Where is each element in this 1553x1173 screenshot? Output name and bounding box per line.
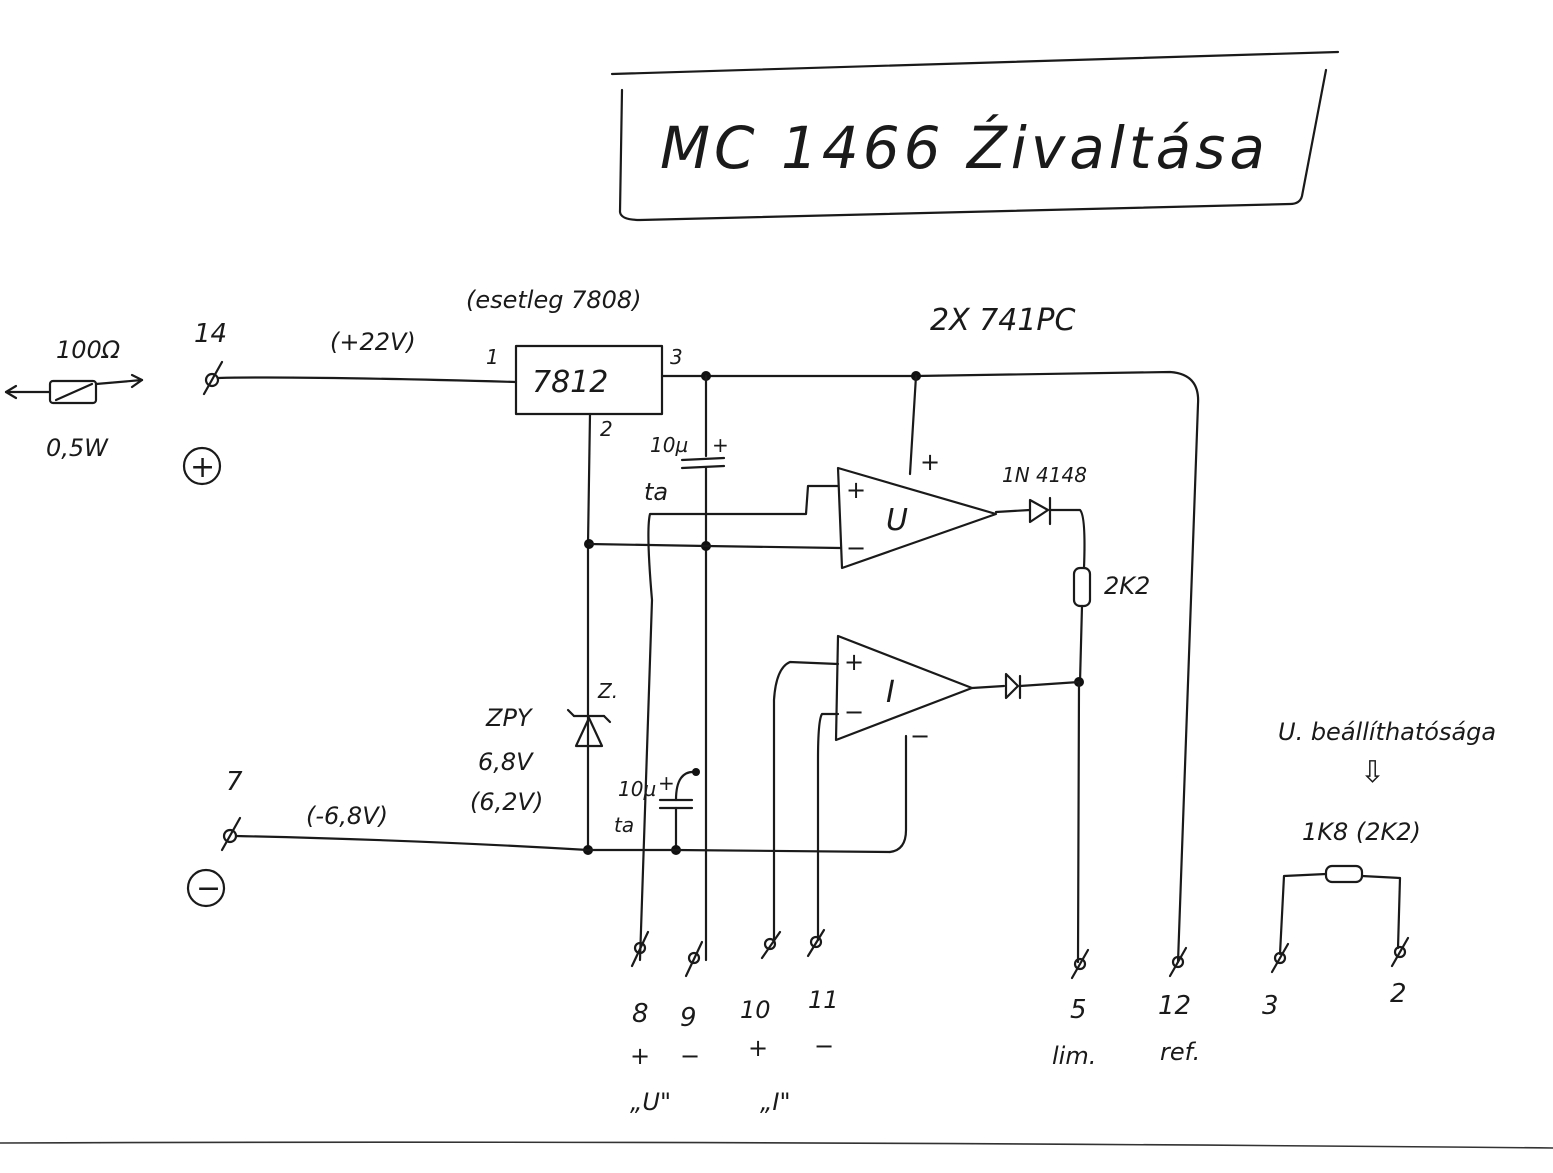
- group-label-lim: lim.: [1052, 1042, 1096, 1070]
- cap-top-value: 10µ: [650, 433, 688, 457]
- zener-marker: Z.: [597, 679, 618, 703]
- terminal-7-number: 7: [226, 767, 243, 797]
- diagram-title: MC 1466 Źivaltása: [660, 113, 1269, 182]
- regulator-pin-out: 3: [670, 345, 683, 369]
- input-resistor-power: 0,5W: [46, 434, 109, 462]
- group-label-u: „U": [630, 1088, 671, 1116]
- pin-10-sign: +: [748, 1034, 768, 1062]
- minus-marker: [186, 868, 226, 908]
- opamp-i-minus: −: [844, 698, 864, 726]
- pin-10-number: 10: [740, 996, 771, 1024]
- pin-8-sign: +: [630, 1042, 650, 1070]
- opamp-i-plus: +: [844, 648, 864, 676]
- wire-positive-rail: [660, 370, 1200, 964]
- cap-top-type: ta: [644, 478, 668, 506]
- capacitor-bottom: 10µ + ta: [614, 768, 700, 852]
- pot-note: U. beállíthatósága: [1278, 718, 1496, 746]
- zener-voltage: 6,8V: [478, 748, 534, 776]
- wire-opamp-i-plus: [772, 660, 840, 942]
- opamp-u-minus: −: [846, 534, 866, 562]
- bottom-pin-labels: 8 9 10 11 5 12 3 2 + − + − „U" „I" lim. …: [630, 979, 1407, 1116]
- pin-8-number: 8: [632, 999, 649, 1029]
- ic-label: 2X 741PC: [930, 303, 1076, 338]
- regulator-pin-in: 1: [486, 345, 499, 369]
- plus-marker: [182, 446, 222, 486]
- wire-opamp-u-minus: [587, 542, 842, 550]
- pot-value: 1K8 (2K2): [1302, 818, 1421, 846]
- opamp-i-label: I: [886, 675, 895, 710]
- minus-marker-sign: −: [196, 871, 221, 906]
- diode-i: [970, 672, 1081, 700]
- pot-arrow: ⇩: [1360, 755, 1385, 790]
- input-resistor-value: 100Ω: [56, 336, 121, 364]
- title-box: MC 1466 Źivaltása: [610, 50, 1340, 222]
- regulator-7812: 7812 (esetleg 7808) 1 2 3: [466, 286, 683, 441]
- pin-9-number: 9: [680, 1003, 697, 1033]
- connector-pin-11: [806, 928, 826, 958]
- opamp-u-label: U: [886, 503, 908, 538]
- cap-bottom-polarity: +: [658, 771, 675, 795]
- wire-opamp-u-supply: [908, 374, 918, 476]
- connector-pin-10: [760, 930, 782, 960]
- regulator-pin-gnd: 2: [600, 417, 613, 441]
- zener-alt-voltage: (6,2V): [470, 788, 543, 816]
- capacitor-top: 10µ + ta: [644, 374, 729, 962]
- diode-u-part: 1N 4148: [1002, 463, 1087, 487]
- input-resistor: 100Ω 0,5W: [4, 336, 144, 462]
- opamp-i-supply: −: [910, 722, 930, 750]
- pin-11-sign: −: [814, 1032, 834, 1060]
- wire-opamp-u-plus: [638, 484, 840, 962]
- terminal-7: 7 − (-6,8V): [186, 767, 388, 908]
- cap-bottom-type: ta: [614, 813, 634, 837]
- pin-5-number: 5: [1070, 995, 1087, 1025]
- group-label-ref: ref.: [1160, 1038, 1200, 1066]
- supply-minus-voltage: (-6,8V): [306, 802, 388, 830]
- pin-9-sign: −: [680, 1042, 700, 1070]
- connector-pin-12: [1168, 946, 1188, 978]
- zener-diode: Z. ZPY 6,8V (6,2V): [470, 679, 618, 816]
- connector-pin-5: [1070, 948, 1090, 980]
- regulator-part: 7812: [532, 365, 608, 400]
- resistor-2k2-value: 2K2: [1104, 572, 1150, 600]
- wire-lim-pin5: [1076, 680, 1081, 964]
- plus-marker-sign: +: [190, 450, 215, 485]
- bottom-connectors: [630, 928, 1410, 980]
- supply-plus-voltage: (+22V): [330, 328, 416, 356]
- opamp-u: + − U +: [836, 448, 998, 570]
- connector-pin-8: [630, 930, 650, 968]
- opamp-u-supply: +: [920, 448, 940, 476]
- connector-pin-2: [1390, 936, 1410, 968]
- terminal-14-connector: [204, 372, 220, 388]
- connector-pin-9: [684, 940, 704, 978]
- wire-opamp-i-supply: [888, 734, 908, 854]
- pin-12-number: 12: [1158, 991, 1191, 1021]
- wire-regulator-gnd: [586, 412, 592, 852]
- terminal-14: 14 + (+22V): [182, 319, 416, 486]
- cap-top-polarity: +: [712, 433, 729, 457]
- regulator-note: (esetleg 7808): [466, 286, 642, 314]
- terminal-14-number: 14: [194, 319, 227, 349]
- group-label-i: „I": [760, 1088, 791, 1116]
- pin-2-number: 2: [1390, 979, 1407, 1009]
- resistor-2k2: 2K2: [1072, 566, 1150, 684]
- zener-name: ZPY: [485, 704, 534, 732]
- cap-bottom-value: 10µ: [618, 777, 656, 801]
- wire-negative-rail: [234, 834, 892, 854]
- opamp-i: + − I −: [834, 634, 974, 750]
- wire-opamp-i-minus: [816, 712, 840, 942]
- pin-3-number: 3: [1262, 991, 1279, 1021]
- page-edge-line: [0, 1141, 1553, 1149]
- potentiometer: U. beállíthatósága ⇩ 1K8 (2K2): [1278, 718, 1496, 956]
- pin-11-number: 11: [808, 986, 839, 1014]
- diode-u: 1N 4148: [994, 463, 1087, 570]
- wire-14-to-regulator: [216, 376, 518, 384]
- opamp-u-plus: +: [846, 476, 866, 504]
